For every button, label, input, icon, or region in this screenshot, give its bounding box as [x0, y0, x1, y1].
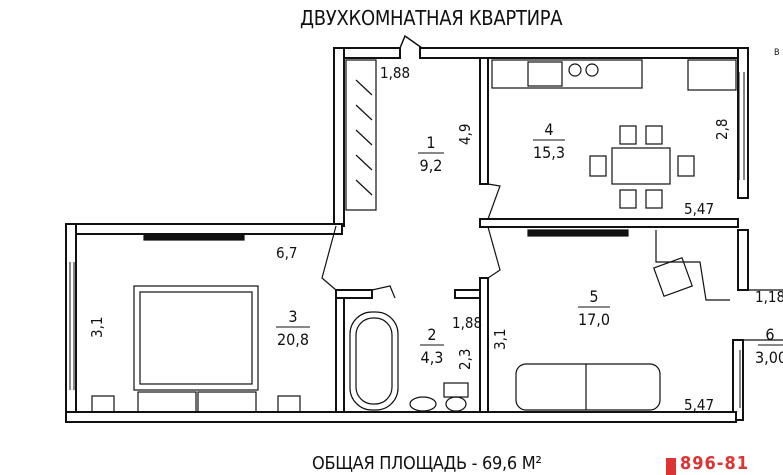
walls	[65, 47, 749, 423]
dim-hall-length: 4,9	[456, 124, 474, 145]
entry-door	[399, 34, 423, 49]
phone-number: 896-81	[680, 453, 750, 474]
dimension-labels: 1,88 4,9 2,8 5,47 6,7 3,1 1,88 2,3 3,1 5…	[88, 64, 783, 414]
door-swings	[321, 183, 501, 299]
room-number-5: 5	[589, 287, 598, 306]
dim-living-depth: 3,1	[491, 329, 509, 350]
balcony	[740, 289, 783, 341]
dim-bath-depth: 2,3	[456, 349, 474, 370]
room-area-6: 3,00	[755, 348, 783, 367]
total-area: ОБЩАЯ ПЛОЩАДЬ - 69,6 М²	[312, 453, 542, 474]
room-area-2: 4,3	[421, 348, 444, 367]
dim-hall-top-width: 1,88	[380, 64, 410, 82]
dim-balcony-width: 1,18	[755, 288, 783, 306]
dim-living-width: 5,47	[684, 396, 714, 414]
wardrobe	[345, 59, 377, 211]
kitchen-set	[491, 59, 737, 209]
phone-brand-mark	[666, 458, 676, 475]
living-set	[515, 229, 730, 411]
dim-kitchen-depth: 2,8	[713, 119, 731, 140]
dim-kitchen-width: 5,47	[684, 200, 714, 218]
room-area-1: 9,2	[420, 156, 443, 175]
room-number-4: 4	[544, 120, 553, 139]
room-area-5: 17,0	[578, 310, 610, 329]
dim-bedroom-depth: 3,1	[88, 317, 106, 338]
room-number-1: 1	[426, 133, 435, 152]
corner-label: В	[774, 48, 780, 58]
dim-bath-width: 1,88	[452, 314, 482, 332]
room-number-6: 6	[765, 325, 774, 344]
room-area-3: 20,8	[277, 330, 309, 349]
bedroom-set	[91, 233, 301, 413]
room-number-3: 3	[288, 307, 297, 326]
room-number-2: 2	[427, 325, 436, 344]
bathroom-set	[349, 311, 469, 412]
windows	[69, 72, 745, 408]
plan-title: ДВУХКОМНАТНАЯ КВАРТИРА	[300, 6, 563, 30]
room-area-4: 15,3	[533, 143, 565, 162]
room-labels: 1 9,2 2 4,3 3 20,8 4 15,3 5 17,0 6 3,00	[276, 120, 783, 367]
dim-bedroom-width: 6,7	[276, 244, 297, 262]
